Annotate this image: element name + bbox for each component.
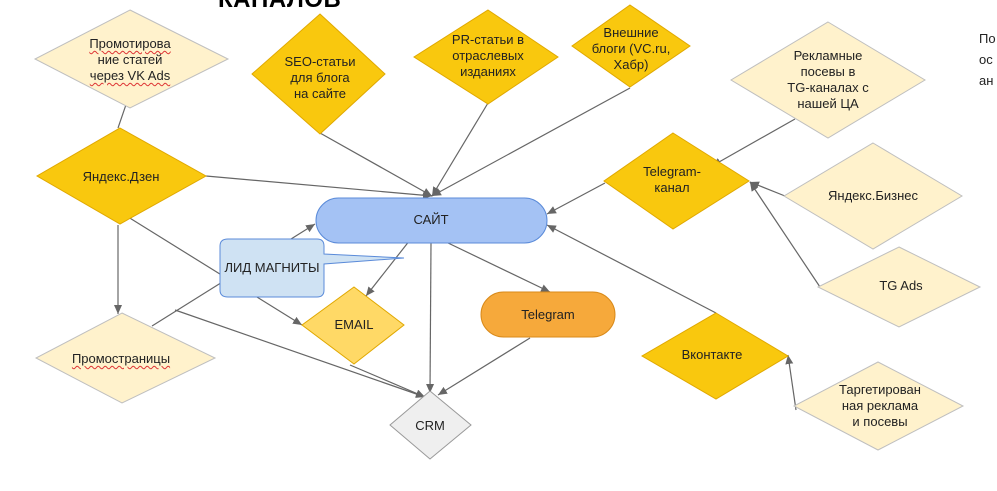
seo-diamond [251,13,386,135]
edge-tgposts-to-tgchannel [711,118,796,167]
site-pill [315,197,548,244]
edge-pr-to-site [431,102,489,197]
vk-diamond [641,312,789,400]
site-label: САЙТ [413,212,449,227]
ya-biz-diamond [783,142,963,250]
edge-site-to-telegram [445,241,551,293]
dzen-label: Яндекс.Дзен [82,169,160,184]
edge-promo-to-crm [174,309,426,398]
dzen-diamond [36,127,208,225]
email-label: EMAIL [334,317,374,332]
vk-label: Вконтакте [681,347,743,362]
pr-diamond [413,9,559,105]
tg-ads-diamond [816,246,982,328]
telegram-label: Telegram [521,307,575,322]
tg-channel-diamond [603,132,750,230]
crm-label: CRM [415,418,445,433]
promo-pages-diamond [34,312,217,404]
edge-site-to-crm [426,242,435,394]
edge-tgads-to-tgchannel [749,181,821,288]
edge-site-to-email [365,239,411,297]
lead-magnet-label: ЛИД МАГНИТЫ [224,260,320,275]
tg-ads-label: TG Ads [879,278,923,293]
edge-target-to-vk [785,354,797,411]
promo-vk-diamond [33,9,230,109]
telegram-pill [480,291,616,338]
target-diamond [792,361,965,451]
edge-tgchannel-to-site [546,182,606,215]
edge-email-to-crm [349,364,426,398]
crm-diamond [389,390,472,460]
blogs-diamond [571,4,691,88]
ya-biz-label: Яндекс.Бизнес [828,188,918,203]
email-diamond [301,286,405,365]
lead-magnet-callout [219,238,405,298]
edge-seo-to-site [319,132,433,197]
diagram-title: КАНАЛОВ [218,0,341,14]
edge-telegram-to-crm [437,337,531,396]
edge-dzen-to-email [119,211,303,326]
edge-vk-to-site [546,224,717,314]
tg-channel-label: Telegram-канал [643,164,701,195]
tg-posts-diamond [730,21,926,139]
promo-pages-label: Промостраницы [71,351,171,366]
edge-dzen-to-site [205,175,433,200]
edge-blogs-to-site [431,87,631,197]
